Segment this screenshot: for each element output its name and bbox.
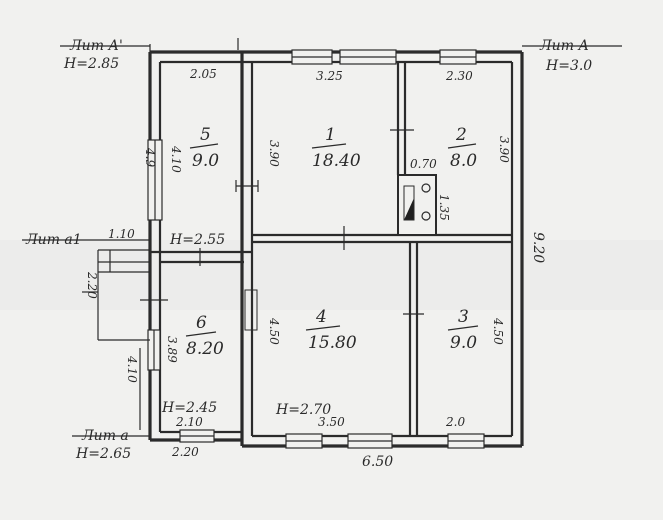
room-2: 2 8.0 bbox=[447, 125, 477, 171]
dimension-label: 3.25 bbox=[316, 69, 343, 83]
room-area: 9.0 bbox=[450, 333, 477, 353]
mid-left-width-label: 1.10 bbox=[108, 227, 135, 241]
room6-height-label: H=2.45 bbox=[161, 400, 217, 416]
dimension-label: 2.20 bbox=[171, 445, 199, 459]
dimension-label: 2.20 bbox=[85, 271, 99, 299]
room-5: 5 9.0 bbox=[189, 125, 219, 171]
bottom-left-height-label: H=2.65 bbox=[75, 446, 131, 462]
dimension-label: 2.05 bbox=[189, 67, 217, 81]
top-right-litera-label: Лит А bbox=[539, 38, 589, 54]
bottom-left-litera-label: Лит а bbox=[81, 428, 129, 444]
room-area: 15.80 bbox=[308, 333, 357, 353]
dimension-label: 4.50 bbox=[267, 317, 281, 345]
door-marks bbox=[140, 129, 424, 331]
dimension-label: 6.50 bbox=[362, 454, 393, 470]
room-3: 3 9.0 bbox=[447, 307, 479, 353]
room-number: 2 bbox=[455, 125, 467, 145]
room5-height-label: H=2.55 bbox=[169, 232, 225, 248]
top-left-height-label: H=2.85 bbox=[63, 56, 119, 72]
stove-icon bbox=[397, 174, 437, 236]
room-1: 1 18.40 bbox=[311, 125, 361, 171]
room-area: 8.20 bbox=[186, 339, 224, 359]
room-number: 4 bbox=[315, 307, 327, 327]
room-6: 6 8.20 bbox=[185, 313, 224, 359]
dimension-label: 4.10 bbox=[169, 145, 183, 173]
top-left-litera-label: Лит А' bbox=[69, 38, 123, 54]
dimension-label: 4.9 bbox=[143, 147, 157, 167]
dimension-label: 3.90 bbox=[497, 136, 511, 163]
dimension-label: 2.30 bbox=[445, 69, 473, 83]
interior-walls bbox=[150, 62, 512, 436]
room-number: 3 bbox=[458, 307, 469, 327]
room-number: 5 bbox=[200, 125, 211, 145]
dimension-label: 1.35 bbox=[437, 194, 451, 221]
dimension-label: 9.20 bbox=[530, 232, 546, 263]
dimension-label: 3.90 bbox=[267, 140, 281, 167]
level-leaders bbox=[22, 38, 622, 437]
porch-annex bbox=[82, 249, 150, 430]
dimension-label: 2.0 bbox=[445, 415, 465, 429]
dimension-label: 4.10 bbox=[125, 355, 139, 383]
windows bbox=[147, 49, 485, 449]
room-area: 9.0 bbox=[192, 151, 219, 171]
room-number: 6 bbox=[196, 313, 207, 333]
room-area: 18.40 bbox=[312, 151, 361, 171]
dimension-label: 2.10 bbox=[175, 415, 203, 429]
room-4: 4 15.80 bbox=[305, 307, 357, 353]
room-area: 8.0 bbox=[450, 151, 477, 171]
top-right-height-label: H=3.0 bbox=[545, 58, 592, 74]
mid-left-litera-label: Лит а1 bbox=[25, 232, 82, 248]
dimension-label: 0.70 bbox=[410, 157, 437, 171]
room-number: 1 bbox=[325, 125, 336, 145]
room4-height-label: H=2.70 bbox=[275, 402, 331, 418]
dimension-label: 3.50 bbox=[318, 415, 345, 429]
dimension-label: 4.50 bbox=[491, 317, 505, 345]
dimension-label: 3.89 bbox=[165, 336, 179, 363]
